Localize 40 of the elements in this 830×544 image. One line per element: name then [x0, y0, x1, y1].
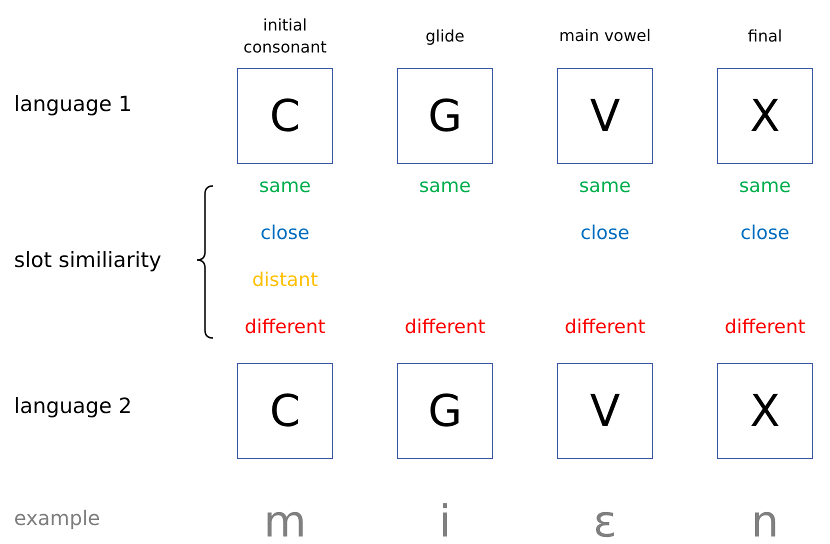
- similarity-level: different: [724, 316, 806, 338]
- similarity-level: close: [740, 222, 790, 244]
- slot-letter: X: [750, 386, 780, 436]
- row-label: example: [14, 506, 100, 530]
- row-label: language 1: [14, 92, 132, 116]
- slot-box: [557, 68, 653, 164]
- example-phoneme: ɛ: [593, 496, 617, 544]
- similarity-level: close: [260, 222, 310, 244]
- slot-box: [717, 68, 813, 164]
- similarity-level: different: [404, 316, 486, 338]
- column-heading: final: [748, 26, 782, 46]
- slot-letter: V: [590, 386, 620, 436]
- slot-box: [397, 68, 493, 164]
- similarity-level: distant: [252, 269, 318, 291]
- example-phoneme: m: [264, 496, 306, 544]
- slot-box: [557, 363, 653, 459]
- slot-letter: C: [270, 386, 300, 436]
- column-heading: main vowel: [558, 25, 652, 47]
- similarity-level: same: [739, 175, 791, 197]
- slot-letter: C: [270, 90, 300, 142]
- slot-box: [717, 363, 813, 459]
- slot-letter: G: [428, 90, 462, 142]
- column-heading: glide: [425, 26, 465, 46]
- example-phoneme: i: [438, 496, 452, 544]
- similarity-level: different: [564, 316, 646, 338]
- similarity-level: different: [244, 316, 326, 338]
- slot-letter: X: [750, 90, 780, 142]
- slot-box: [237, 68, 333, 164]
- column-heading: initial consonant: [242, 14, 328, 58]
- slot-box: [237, 363, 333, 459]
- slot-letter: V: [590, 90, 620, 142]
- row-label: slot similiarity: [14, 248, 162, 272]
- similarity-level: same: [579, 175, 631, 197]
- slot-box: [397, 363, 493, 459]
- similarity-level: same: [259, 175, 311, 197]
- example-phoneme: n: [751, 496, 779, 544]
- similarity-level: close: [580, 222, 630, 244]
- row-label: language 2: [14, 394, 132, 418]
- slot-letter: G: [428, 386, 462, 436]
- similarity-level: same: [419, 175, 471, 197]
